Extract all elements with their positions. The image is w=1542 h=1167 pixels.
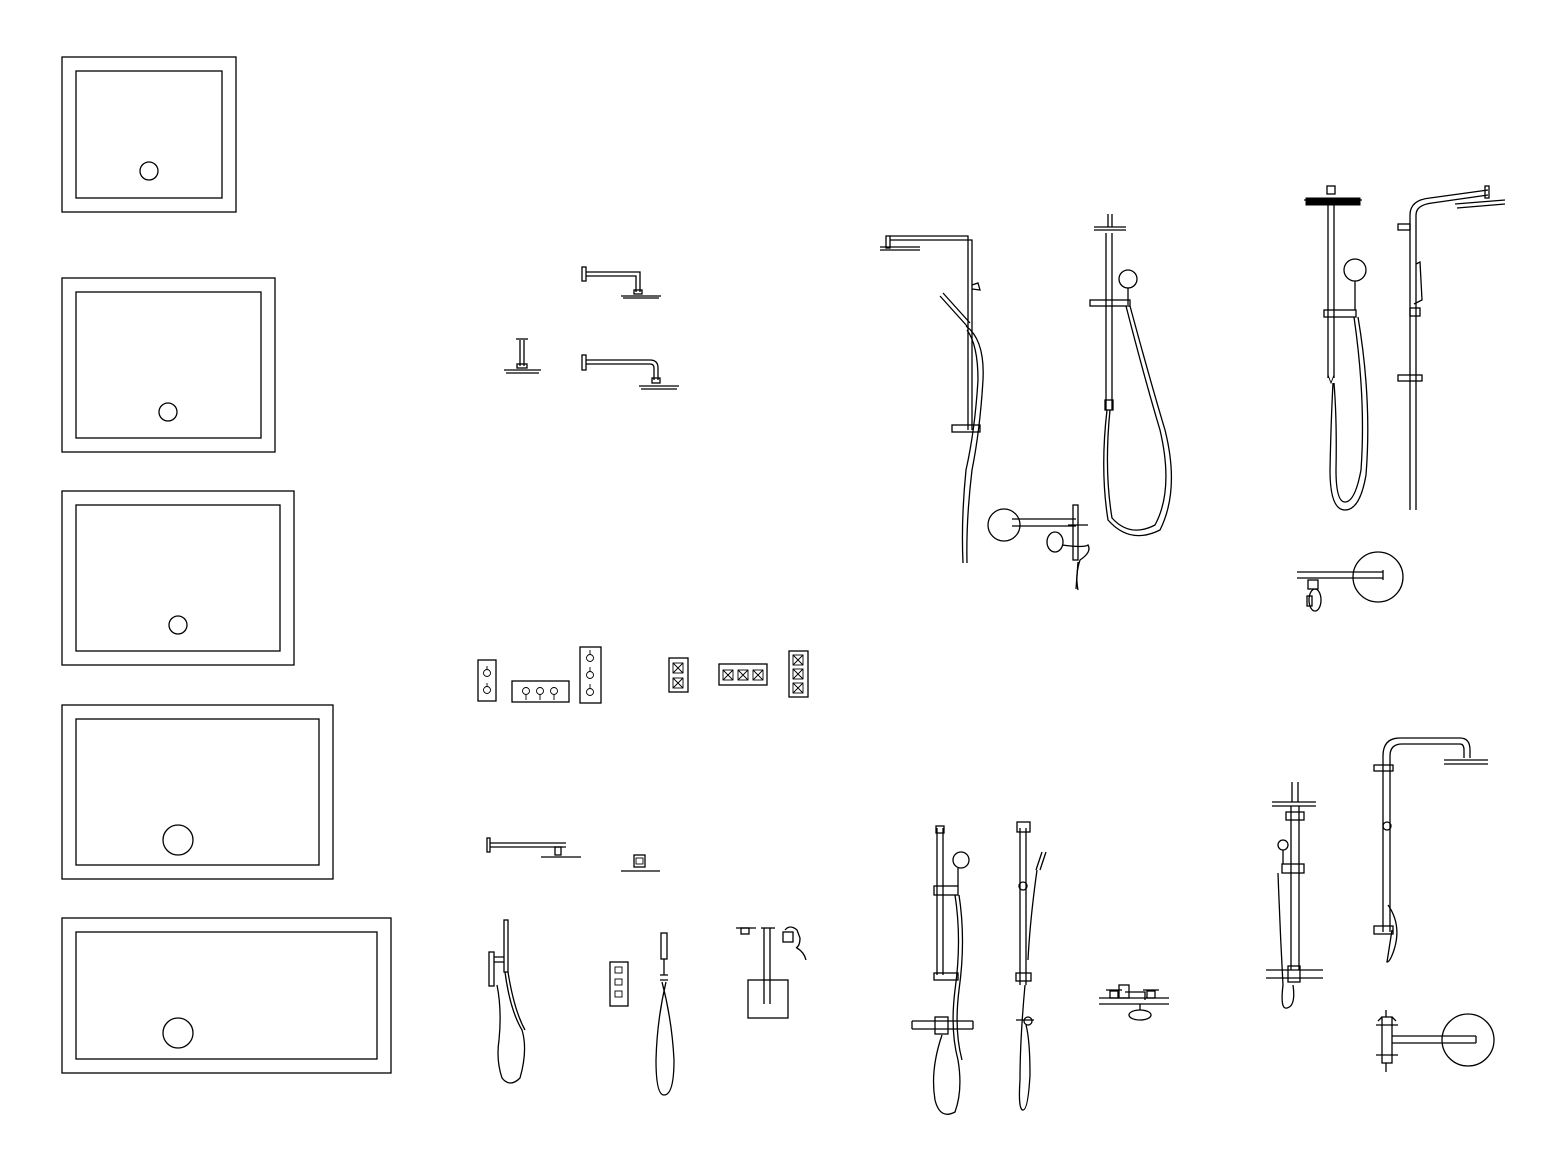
- valve-plate-3-cross-horizontal: [718, 663, 768, 686]
- wall-shower-head-square-arm: [581, 266, 661, 299]
- valve-plate-3-cross-vertical: [788, 650, 809, 698]
- wall-round-head-with-diverter: [1297, 551, 1404, 612]
- wall-shower-head-curved-arm: [581, 354, 679, 390]
- valve-plate-2-lever-vertical: [477, 659, 497, 702]
- thermostatic-control-3-way: [609, 961, 629, 1007]
- hand-shower-wall-bracket-set: [488, 919, 526, 1084]
- rainshower-column-round: [1304, 185, 1369, 511]
- wall-square-shower-head: [486, 837, 581, 858]
- rainshower-column-square: [880, 235, 984, 564]
- shower-tray-5: [61, 917, 392, 1074]
- hand-shower-outlet-set: [655, 932, 675, 1096]
- valve-plate-3-lever-horizontal: [511, 680, 570, 703]
- valve-plate-3-lever-vertical: [579, 646, 602, 704]
- rainshower-column-curved: [1397, 185, 1506, 510]
- wall-head-with-hand-shower: [987, 504, 1090, 591]
- thermostatic-shower-column: [1266, 782, 1323, 1009]
- ceiling-square-shower-head: [621, 854, 660, 872]
- rainshower-column-curved-arm: [1373, 737, 1488, 963]
- exposed-valve-round-wall-head: [1376, 1010, 1495, 1072]
- ceiling-shower-head: [504, 338, 541, 374]
- bath-filler-floor-standing: [736, 926, 807, 1019]
- rail-shower-set-with-outlet: [1015, 821, 1047, 1111]
- thermostatic-rail-shower-system: [911, 825, 974, 1115]
- slide-rail-round-hand-shower: [1089, 214, 1173, 537]
- shower-tray-1: [61, 56, 237, 213]
- shower-tray-2: [61, 277, 276, 453]
- valve-plate-2-cross-vertical: [668, 657, 689, 693]
- exposed-bath-shower-mixer: [1099, 984, 1169, 1021]
- shower-tray-3: [61, 490, 295, 666]
- shower-tray-4: [61, 704, 334, 880]
